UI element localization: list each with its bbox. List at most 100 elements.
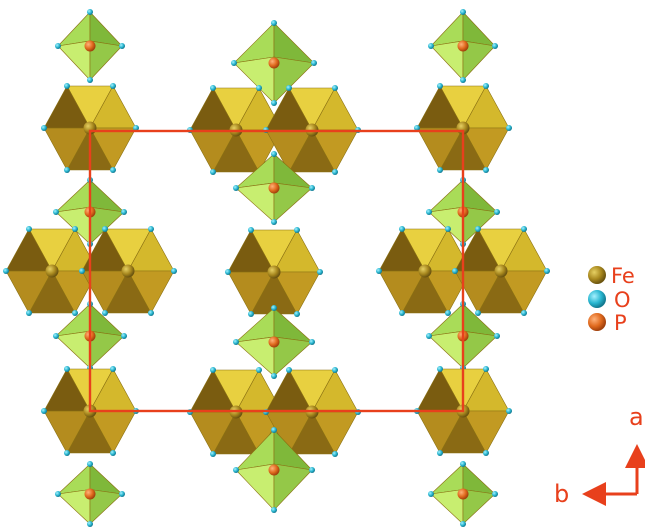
o-atom bbox=[437, 83, 443, 89]
o-atom bbox=[506, 408, 512, 414]
o-atom bbox=[102, 226, 108, 232]
o-atom bbox=[483, 83, 489, 89]
polyhedra-column-right bbox=[376, 9, 550, 527]
o-atom bbox=[483, 450, 489, 456]
o-atom bbox=[445, 310, 451, 316]
fe-atom bbox=[267, 265, 281, 279]
o-atom bbox=[256, 85, 262, 91]
o-legend-swatch bbox=[588, 290, 606, 308]
o-atom bbox=[64, 167, 70, 173]
po4-face bbox=[273, 463, 313, 511]
o-atom bbox=[233, 185, 239, 191]
po4-face bbox=[89, 40, 123, 81]
o-atom bbox=[460, 77, 466, 83]
unit-cell-outline bbox=[88, 129, 465, 413]
feo6-face bbox=[43, 368, 91, 412]
feo6-face bbox=[81, 228, 129, 272]
o-legend-label: O bbox=[614, 288, 631, 312]
o-atom bbox=[55, 491, 61, 497]
po4-face bbox=[273, 182, 313, 223]
p-atom bbox=[268, 57, 280, 69]
o-atom bbox=[110, 366, 116, 372]
polyhedra-column-middle bbox=[187, 20, 361, 513]
o-atom bbox=[53, 209, 59, 215]
o-atom bbox=[119, 43, 125, 49]
o-atom bbox=[271, 20, 277, 26]
po4-face bbox=[89, 11, 123, 47]
p-atom bbox=[457, 488, 469, 500]
p-atom bbox=[457, 40, 469, 52]
o-atom bbox=[271, 373, 277, 379]
o-atom bbox=[309, 185, 315, 191]
o-atom bbox=[452, 268, 458, 274]
o-atom bbox=[119, 491, 125, 497]
o-atom bbox=[437, 366, 443, 372]
o-atom bbox=[376, 268, 382, 274]
feo6-face bbox=[378, 228, 426, 272]
o-atom bbox=[26, 226, 32, 232]
o-atom bbox=[271, 305, 277, 311]
o-atom bbox=[248, 227, 254, 233]
o-atom bbox=[428, 491, 434, 497]
o-atom bbox=[414, 125, 420, 131]
o-atom bbox=[41, 125, 47, 131]
po4-face bbox=[89, 179, 125, 213]
o-atom bbox=[121, 209, 127, 215]
o-atom bbox=[171, 268, 177, 274]
o-atom bbox=[148, 310, 154, 316]
o-atom bbox=[64, 450, 70, 456]
o-atom bbox=[72, 310, 78, 316]
o-atom bbox=[231, 60, 237, 66]
o-atom bbox=[399, 310, 405, 316]
po4-face bbox=[235, 463, 275, 511]
o-atom bbox=[148, 226, 154, 232]
o-atom bbox=[64, 83, 70, 89]
po4-face bbox=[462, 11, 496, 47]
o-atom bbox=[317, 269, 323, 275]
o-atom bbox=[399, 226, 405, 232]
o-atom bbox=[445, 226, 451, 232]
o-atom bbox=[3, 268, 9, 274]
po4-face bbox=[462, 40, 496, 81]
po4-face bbox=[57, 11, 91, 47]
o-atom bbox=[544, 268, 550, 274]
p-atom bbox=[268, 464, 280, 476]
o-atom bbox=[53, 333, 59, 339]
o-atom bbox=[87, 77, 93, 83]
po4-face bbox=[430, 463, 464, 495]
polyhedra-layer bbox=[3, 9, 550, 527]
o-atom bbox=[332, 451, 338, 457]
po4-face bbox=[233, 22, 275, 64]
element-legend: Fe O P bbox=[588, 264, 635, 335]
o-atom bbox=[311, 60, 317, 66]
o-atom bbox=[64, 366, 70, 372]
o-atom bbox=[460, 521, 466, 527]
o-atom bbox=[426, 209, 432, 215]
po4-face bbox=[273, 56, 315, 104]
o-atom bbox=[521, 226, 527, 232]
o-atom bbox=[233, 339, 239, 345]
p-atom bbox=[268, 336, 280, 348]
fe-atom bbox=[418, 264, 432, 278]
po4-face bbox=[462, 179, 498, 213]
o-atom bbox=[286, 85, 292, 91]
po4-face bbox=[89, 463, 123, 495]
o-atom bbox=[210, 451, 216, 457]
po4-face bbox=[89, 489, 123, 525]
o-atom bbox=[483, 167, 489, 173]
po4-face bbox=[462, 489, 496, 525]
o-atom bbox=[494, 333, 500, 339]
o-atom bbox=[332, 367, 338, 373]
o-atom bbox=[437, 450, 443, 456]
o-atom bbox=[294, 227, 300, 233]
o-atom bbox=[506, 125, 512, 131]
p-atom bbox=[84, 40, 96, 52]
o-atom bbox=[286, 367, 292, 373]
o-atom bbox=[483, 366, 489, 372]
o-atom bbox=[460, 9, 466, 15]
po4-face bbox=[235, 182, 275, 223]
o-atom bbox=[233, 467, 239, 473]
o-atom bbox=[428, 43, 434, 49]
o-atom bbox=[271, 507, 277, 513]
